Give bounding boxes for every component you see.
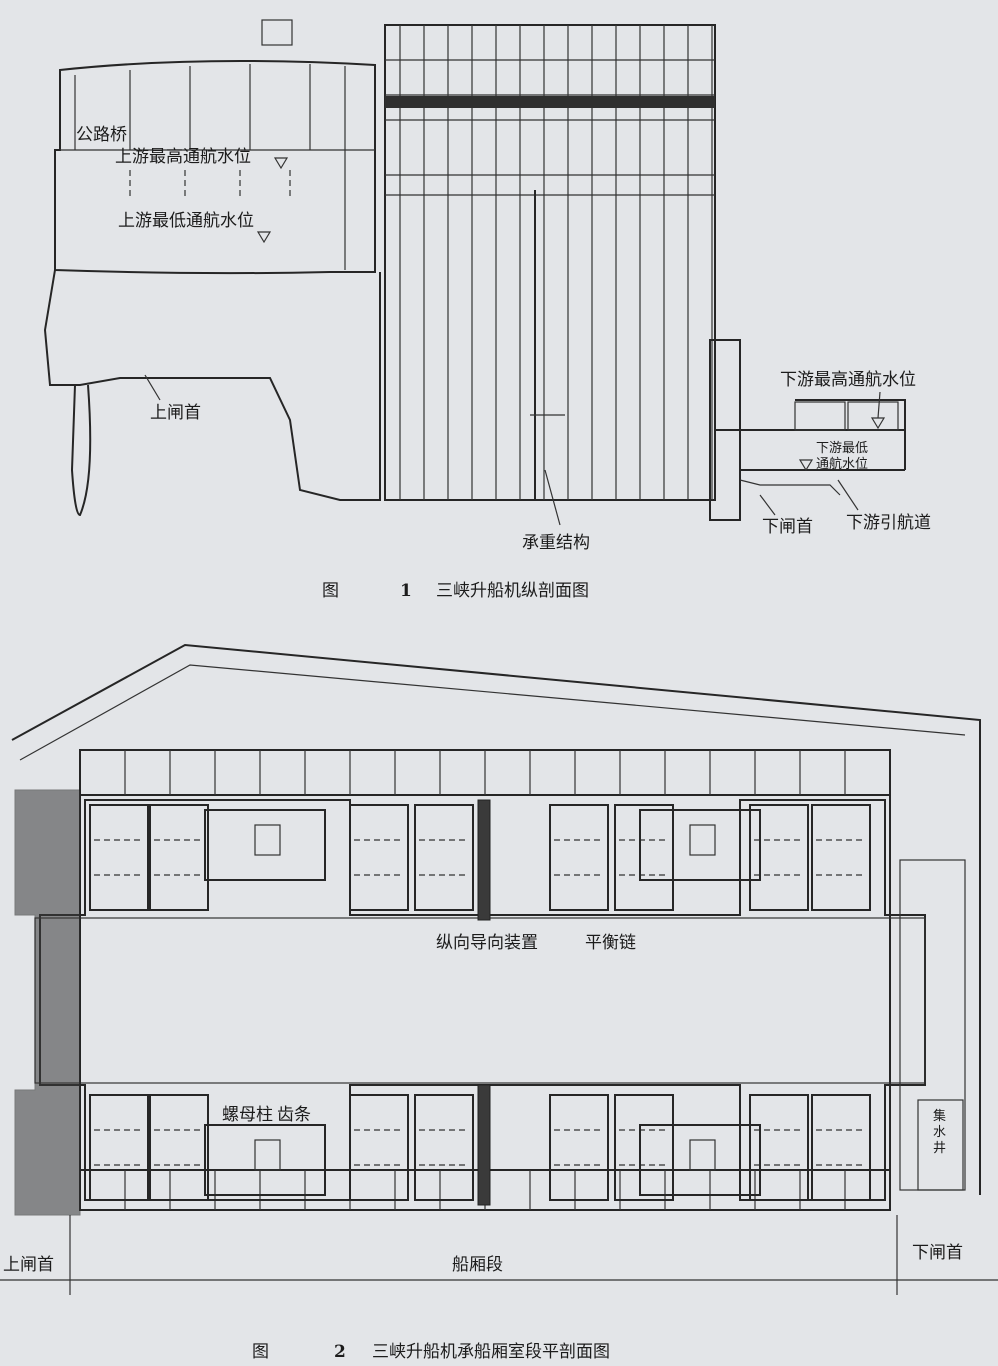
upstream-gate-dots — [129, 170, 291, 200]
tower-cell — [749, 1094, 809, 1201]
label-upper-lock-head: 上闸首 — [150, 403, 201, 423]
label-sump-1: 集 — [933, 1108, 946, 1124]
figure-1-caption-number: 1 — [400, 581, 412, 601]
top-bay-dividers — [124, 750, 846, 1210]
label-upper-lock-head-2: 上闸首 — [3, 1255, 54, 1275]
drive-machinery — [639, 809, 761, 881]
lower-lock-head-gate — [709, 339, 741, 521]
figure-2-plan-section: 纵向导向装置 平衡链 螺母柱 齿条 集 水 井 上闸首 船厢段 下闸首 图 2 … — [0, 643, 998, 1362]
label-longitudinal-guide: 纵向导向装置 — [436, 933, 538, 953]
excavation-inner-outline — [19, 664, 966, 761]
figure-2-caption-prefix: 图 — [252, 1342, 269, 1362]
guide-wall — [477, 1084, 491, 1206]
tower-cell — [149, 804, 209, 911]
tower-cell — [349, 804, 409, 911]
ship-lift-tower — [384, 24, 716, 501]
tower-cell — [549, 1094, 609, 1201]
label-upstream-max-level: 上游最高通航水位 — [115, 147, 251, 167]
tower-cell — [811, 1094, 871, 1201]
tower-cell — [549, 804, 609, 911]
excavation-outline — [11, 643, 981, 1195]
tower-cell — [414, 804, 474, 911]
water-level-marker — [798, 459, 814, 472]
label-sump-2: 水 — [933, 1125, 946, 1140]
anchor-pile — [70, 384, 92, 517]
label-balance-chain: 平衡链 — [585, 933, 636, 953]
tower-cell — [749, 804, 809, 911]
dimension-line — [0, 1215, 998, 1295]
label-lower-lock-head-2: 下闸首 — [912, 1243, 963, 1263]
label-nut-column: 螺母柱 — [222, 1105, 273, 1125]
label-load-bearing-structure: 承重结构 — [522, 533, 590, 553]
drive-machinery — [639, 1124, 761, 1196]
upper-lock-head-wall — [14, 789, 81, 1216]
downstream-bed — [739, 479, 841, 496]
tower-cell — [149, 1094, 209, 1201]
figure-1-caption-prefix: 图 — [322, 581, 339, 601]
tower-grid — [385, 59, 715, 196]
label-ship-chamber-section: 船厢段 — [452, 1255, 503, 1275]
tower-cell — [614, 804, 674, 911]
tower-cell — [89, 1094, 149, 1201]
water-level-marker — [273, 157, 289, 170]
tower-cell — [89, 804, 149, 911]
hoist-machine — [261, 19, 293, 46]
tower-cell — [349, 1094, 409, 1201]
label-sump-3: 井 — [933, 1141, 946, 1156]
label-downstream-max-level: 下游最高通航水位 — [780, 370, 916, 390]
tower-cell — [811, 804, 871, 911]
label-downstream-min-level-2: 通航水位 — [816, 456, 868, 472]
label-downstream-approach-channel: 下游引航道 — [846, 513, 931, 533]
label-downstream-min-level-1: 下游最低 — [816, 441, 868, 456]
figure-2-caption-title: 三峡升船机承船厢室段平剖面图 — [372, 1342, 610, 1362]
figure-2-caption-number: 2 — [334, 1342, 346, 1362]
label-upstream-min-level: 上游最低通航水位 — [118, 211, 254, 231]
upper-lock-head-columns — [60, 64, 375, 270]
label-lower-lock-head: 下闸首 — [762, 517, 813, 537]
tower-blocks — [89, 799, 871, 1206]
water-level-marker — [256, 231, 272, 244]
guide-wall — [477, 799, 491, 921]
machine-room-floor — [385, 96, 715, 108]
drive-machinery — [204, 1124, 326, 1196]
label-rack: 齿条 — [277, 1105, 311, 1125]
label-highway-bridge: 公路桥 — [76, 125, 127, 145]
tower-cell — [614, 1094, 674, 1201]
sump-well — [917, 1099, 964, 1191]
upper-lock-head-structure — [54, 60, 376, 275]
tower-cell — [414, 1094, 474, 1201]
drive-machinery — [204, 809, 326, 881]
downstream-channel — [715, 399, 906, 471]
figure-1-caption-title: 三峡升船机纵剖面图 — [436, 581, 589, 601]
water-level-marker — [870, 417, 886, 430]
figure-1-longitudinal-section: 公路桥 上游最高通航水位 上游最低通航水位 上闸首 承重结构 下游最高通航水位 … — [43, 19, 931, 601]
upper-lock-head-foundation — [43, 269, 381, 501]
